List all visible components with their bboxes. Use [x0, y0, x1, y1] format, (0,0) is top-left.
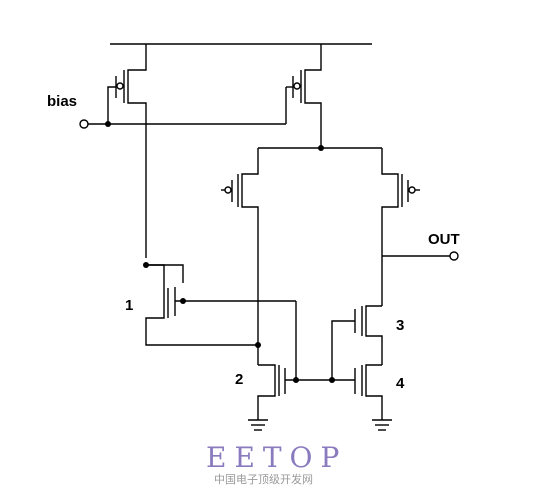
- pmos-bias-right: [285, 44, 322, 148]
- junction-t2-drain: [255, 342, 261, 348]
- pmos-bias-left: [107, 44, 147, 258]
- junction-t1-gate: [180, 298, 186, 304]
- transistor-3-label: 3: [396, 317, 404, 334]
- pmos-diff-left: [221, 148, 259, 365]
- out-terminal: [449, 251, 459, 261]
- pmos-diff-right: [381, 148, 420, 306]
- transistor-2-label: 2: [235, 371, 243, 388]
- nmos-1: [145, 264, 297, 380]
- watermark-subtitle: 中国电子顶级开发网: [214, 472, 313, 486]
- bias-terminal: [79, 119, 89, 129]
- junction-gate-2: [293, 377, 299, 383]
- ground-left: [248, 419, 268, 431]
- transistor-4-label: 4: [396, 375, 405, 392]
- junction-gate-4: [329, 377, 335, 383]
- watermark-title: EETOP: [206, 441, 347, 474]
- bias-label: bias: [47, 93, 77, 110]
- transistor-1-label: 1: [125, 297, 133, 314]
- out-label: OUT: [428, 231, 460, 248]
- junction-dots: [105, 121, 335, 383]
- nmos-4: [354, 364, 383, 420]
- nmos-2: [257, 364, 355, 420]
- junction-bias: [105, 121, 111, 127]
- junction-tail: [318, 145, 324, 151]
- nmos-3: [331, 305, 383, 380]
- wires: [88, 43, 450, 431]
- junction-t1-drain: [143, 262, 149, 268]
- ground-right: [372, 419, 392, 431]
